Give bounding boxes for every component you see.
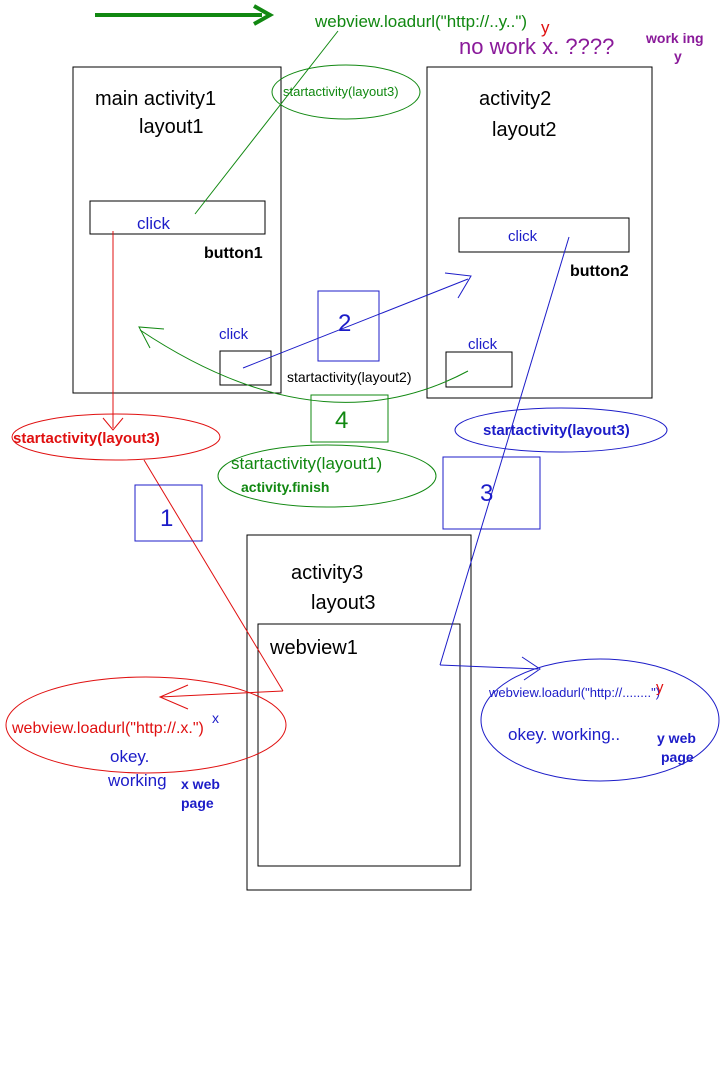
step4-box: [310, 394, 389, 443]
activity1-frame: [72, 66, 282, 394]
no-work-x-text: no work x. ????: [459, 34, 614, 59]
step3-box: [442, 456, 541, 530]
activity1-small-click-label: click: [219, 326, 249, 343]
button1-click-label: click: [137, 214, 171, 233]
red-arrowhead-down: [102, 417, 124, 431]
y-page-text: page: [661, 749, 694, 765]
green-curve-back-to-activity1: [139, 329, 469, 403]
activity2-small-click-label: click: [468, 336, 498, 353]
green-ellipse-start-layout3: [271, 64, 421, 120]
blue-line-to-activity2: [242, 278, 469, 369]
activity3-layout: layout3: [311, 592, 376, 614]
red-ellipse-start-layout3: [11, 413, 221, 461]
step3-flow: startactivity(layout3) 3 webview.loadurl…: [439, 236, 720, 782]
green-start-layout3-text: startactivity(layout3): [283, 84, 399, 99]
blue-arrowhead-activity2: [444, 272, 472, 299]
y-mark: y: [656, 679, 664, 696]
button1-name-label: button1: [204, 245, 263, 262]
loadurl-x-text: webview.loadurl("http://.x."): [11, 720, 204, 737]
top-area: webview.loadurl("http://..y..") y no wor…: [95, 4, 707, 64]
activity2-frame: [426, 66, 653, 399]
red-ellipse-loadurl-x: [5, 676, 287, 774]
red-arrowhead-loadurl-x: [158, 684, 189, 710]
step4-number: 4: [335, 407, 348, 434]
blue-ellipse-loadurl-y: [480, 658, 720, 782]
loadurl-y-text: webview.loadurl("http://........"): [488, 685, 660, 700]
okey-working-y-text: okey. working..: [508, 725, 620, 744]
red-start-layout3-text: startactivity(layout3): [13, 430, 160, 447]
webview1-label: webview1: [269, 637, 358, 659]
activity1-layout: layout1: [139, 116, 204, 138]
step1-box: [134, 484, 203, 542]
activity1-title: main activity1: [95, 88, 216, 110]
y-web-text: y web: [657, 730, 696, 746]
activity3-frame: [246, 534, 472, 891]
activity3-box: activity3 layout3 webview1: [246, 534, 472, 891]
top-green-arrowhead: [253, 4, 275, 26]
activity2-layout: layout2: [492, 119, 557, 141]
blue-start-layout3-text: startactivity(layout3): [483, 422, 630, 439]
activity1-box: main activity1 layout1 click button1 cli…: [72, 66, 282, 394]
blue-line-to-loadurl-y: [439, 664, 539, 670]
blue-line-button2-to-activity3: [439, 236, 570, 666]
activity2-title: activity2: [479, 88, 551, 110]
activity-finish-text: activity.finish: [241, 479, 329, 495]
step2-flow: 2 startactivity(layout2): [242, 272, 472, 385]
step1-number: 1: [160, 505, 173, 532]
blue-ellipse-start-layout3: [454, 407, 668, 453]
activity2-small-button[interactable]: [445, 351, 513, 388]
step4-flow: 4 startactivity(layout1) activity.finish: [138, 326, 469, 508]
working-y-text: work ing y: [645, 30, 707, 64]
green-flow-layout3: startactivity(layout3): [194, 30, 421, 215]
x-mark: x: [212, 710, 219, 726]
button2-name-label: button2: [570, 263, 629, 280]
button2[interactable]: [458, 217, 630, 253]
step1-flow: startactivity(layout3) 1 webview.loadurl…: [5, 231, 287, 811]
step2-box: [317, 290, 380, 362]
start-layout2-text: startactivity(layout2): [287, 369, 411, 385]
green-arrowhead-activity1: [138, 326, 165, 349]
top-y-mark: y: [541, 18, 550, 37]
step2-number: 2: [338, 310, 351, 337]
activity1-small-button[interactable]: [219, 350, 272, 386]
blue-arrowhead-loadurl-y: [521, 656, 541, 681]
x-page-text: page: [181, 795, 214, 811]
activity2-box: activity2 layout2 click button2 click: [426, 66, 653, 399]
red-line-to-activity3: [143, 459, 284, 692]
start-layout1-text: startactivity(layout1): [231, 454, 382, 473]
x-web-text: x web: [181, 776, 220, 792]
green-line-button1-to-top: [194, 30, 339, 215]
red-line-to-loadurl-x: [159, 690, 284, 698]
button2-click-label: click: [508, 228, 538, 245]
webview1-frame: [257, 623, 461, 867]
green-ellipse-start-layout1: [217, 444, 437, 508]
button1[interactable]: [89, 200, 266, 235]
activity3-title: activity3: [291, 562, 363, 584]
okey-working-x-line1: okey.: [110, 747, 149, 766]
okey-working-x-line2: working: [107, 771, 167, 790]
top-loadurl-y-text: webview.loadurl("http://..y.."): [314, 12, 527, 31]
